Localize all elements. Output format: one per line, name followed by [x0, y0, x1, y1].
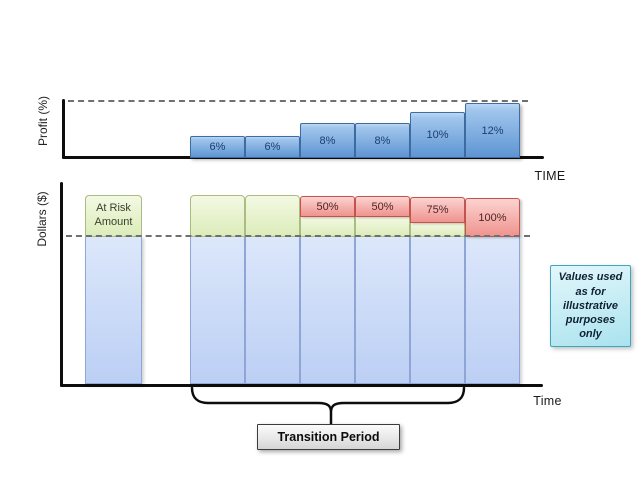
- share-red-segment: 100%: [465, 198, 520, 237]
- base-dollar-segment: [410, 236, 465, 384]
- profit-bar: 8%: [355, 123, 410, 158]
- share-label: 50%: [371, 200, 394, 213]
- values-note-box: Values used as for illustrative purposes…: [550, 265, 631, 347]
- profit-bar-label: 8%: [374, 134, 391, 147]
- time-label-top: TIME: [534, 169, 566, 183]
- top-chart-y-axis: [62, 99, 65, 159]
- transition-period-box: Transition Period: [257, 424, 400, 450]
- base-dollar-segment: [245, 236, 300, 384]
- base-dollar-segment: [465, 236, 520, 384]
- share-label: 75%: [426, 204, 449, 216]
- profit-target-dashline: [68, 100, 528, 102]
- profit-bar: 8%: [300, 123, 355, 158]
- base-dollar-segment: [85, 236, 142, 384]
- profit-bar: 10%: [410, 112, 465, 158]
- profit-bar-label: 6%: [264, 141, 281, 153]
- base-dollar-segment: [300, 236, 355, 384]
- share-red-segment: 50%: [355, 196, 410, 217]
- at-risk-green-segment: [355, 216, 410, 237]
- dollars-axis-label: Dollars ($): [35, 191, 49, 247]
- bottom-chart-y-axis: [60, 182, 63, 387]
- share-label: 100%: [478, 211, 507, 224]
- base-dollar-segment: [190, 236, 245, 384]
- at-risk-green-segment: [300, 216, 355, 237]
- profit-bar-label: 10%: [426, 129, 449, 141]
- profit-bar: 6%: [245, 136, 300, 158]
- at-risk-dashline: [66, 235, 530, 237]
- base-dollar-segment: [355, 236, 410, 384]
- profit-bar-label: 12%: [481, 124, 504, 137]
- at-risk-green-segment: [245, 195, 300, 237]
- share-red-segment: 50%: [300, 196, 355, 217]
- at-risk-amount-label: At Risk Amount: [94, 202, 133, 228]
- time-label-bottom: Time: [533, 394, 562, 408]
- profit-bar-label: 6%: [209, 141, 226, 153]
- bottom-chart-x-axis: [60, 384, 543, 387]
- share-label: 50%: [316, 200, 339, 213]
- profit-bar: 12%: [465, 103, 520, 158]
- profit-bar: 6%: [190, 136, 245, 158]
- profit-bar-label: 8%: [319, 134, 336, 147]
- at-risk-green-segment: [190, 195, 245, 237]
- share-red-segment: 75%: [410, 197, 465, 223]
